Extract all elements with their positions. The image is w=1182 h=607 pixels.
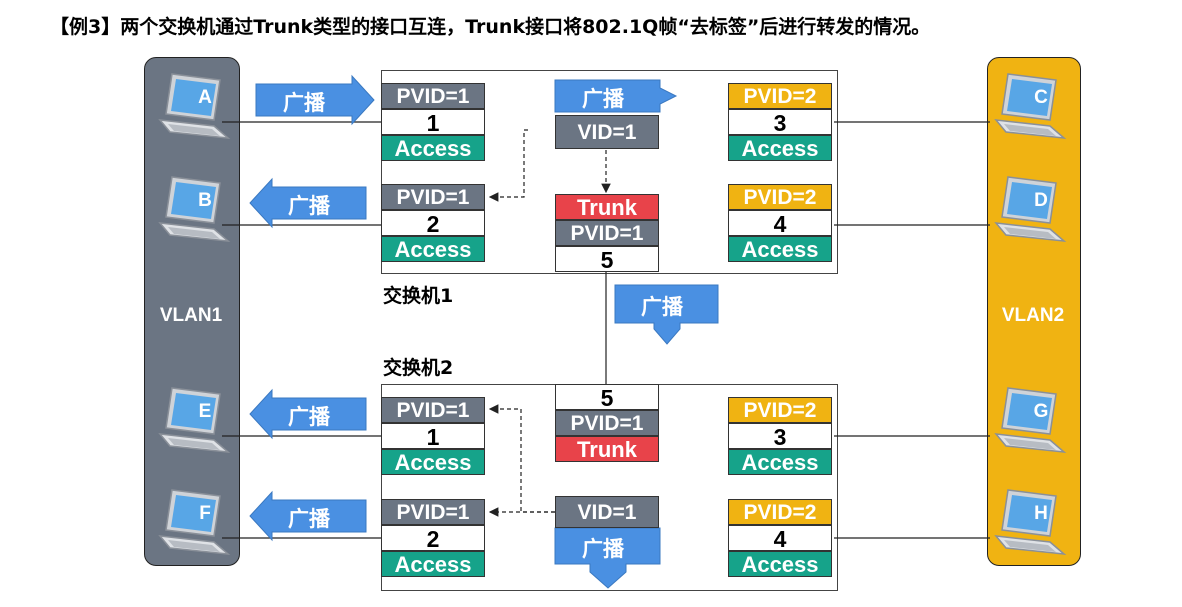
- switch1-port5: Trunk PVID=1 5: [555, 194, 659, 273]
- broadcast-label-e: 广播: [288, 405, 330, 429]
- broadcast-arrow-b: [249, 177, 367, 229]
- switch2-port2: PVID=1 2 Access: [381, 499, 485, 577]
- switch2-port3-num: 3: [728, 423, 832, 450]
- switch1-port2-num: 2: [381, 210, 485, 237]
- switch1-port2: PVID=1 2 Access: [381, 184, 485, 262]
- vlan2-label: VLAN2: [1001, 305, 1065, 326]
- switch1-port3-num: 3: [728, 109, 832, 136]
- broadcast-arrow-s1: [554, 79, 678, 113]
- broadcast-arrow-a: [255, 74, 375, 126]
- switch2-port5-type: Trunk: [555, 436, 659, 462]
- switch1-port3: PVID=2 3 Access: [728, 83, 832, 161]
- host-e-label: E: [198, 401, 212, 422]
- dashed-arrow-s2-to-port1: [488, 404, 555, 513]
- broadcast-arrow-e: [249, 388, 367, 440]
- switch1-port2-type: Access: [381, 236, 485, 262]
- vlan2-bar: [987, 57, 1081, 566]
- switch2-port5-pvid: PVID=1: [555, 410, 659, 436]
- broadcast-arrow-s2: [554, 527, 661, 589]
- host-b-label: B: [198, 190, 212, 211]
- host-a-label: A: [198, 87, 212, 108]
- broadcast-label-s1: 广播: [582, 87, 624, 111]
- switch2-port1-pvid: PVID=1: [381, 397, 485, 423]
- broadcast-label-trunk: 广播: [641, 295, 683, 319]
- broadcast-label-b: 广播: [288, 194, 330, 218]
- broadcast-label-s2: 广播: [582, 537, 624, 561]
- switch2-port4-num: 4: [728, 525, 832, 552]
- switch1-port1-pvid: PVID=1: [381, 83, 485, 109]
- host-f-label: F: [199, 503, 211, 524]
- switch1-port4-num: 4: [728, 210, 832, 237]
- switch2-port3-pvid: PVID=2: [728, 397, 832, 423]
- switch1-port5-pvid: PVID=1: [555, 220, 659, 246]
- switch1-port3-pvid: PVID=2: [728, 83, 832, 109]
- dashed-arrow-s1-to-port2: [488, 129, 528, 202]
- switch2-port4-type: Access: [728, 551, 832, 577]
- page-title: 【例3】两个交换机通过Trunk类型的接口互连，Trunk接口将802.1Q帧“…: [50, 16, 931, 38]
- host-g-label: G: [1033, 401, 1049, 422]
- switch2-port1: PVID=1 1 Access: [381, 397, 485, 475]
- switch2-label: 交换机2: [383, 357, 454, 379]
- switch1-port1-num: 1: [381, 109, 485, 136]
- switch2-port3: PVID=2 3 Access: [728, 397, 832, 475]
- switch1-port5-type: Trunk: [555, 194, 659, 220]
- host-c-label: C: [1034, 87, 1048, 108]
- switch2-port2-pvid: PVID=1: [381, 499, 485, 525]
- switch2-port3-type: Access: [728, 449, 832, 475]
- vlan1-label: VLAN1: [159, 305, 223, 326]
- host-h-label: H: [1034, 503, 1048, 524]
- switch2-port2-type: Access: [381, 551, 485, 577]
- switch2-port2-num: 2: [381, 525, 485, 552]
- broadcast-label-a: 广播: [283, 91, 325, 115]
- switch2-port4-pvid: PVID=2: [728, 499, 832, 525]
- host-d-label: D: [1034, 190, 1048, 211]
- switch1-port4-pvid: PVID=2: [728, 184, 832, 210]
- vlan1-bar: [144, 57, 240, 566]
- switch2-port5: 5 PVID=1 Trunk: [555, 384, 659, 462]
- switch2-port5-num: 5: [555, 384, 659, 411]
- switch2-port1-num: 1: [381, 423, 485, 450]
- switch1-port1-type: Access: [381, 135, 485, 161]
- switch2-vid: VID=1: [555, 496, 659, 528]
- switch1-port1: PVID=1 1 Access: [381, 83, 485, 161]
- switch1-vid: VID=1: [555, 115, 659, 149]
- switch1-port4-type: Access: [728, 236, 832, 262]
- switch1-port4: PVID=2 4 Access: [728, 184, 832, 262]
- switch1-port3-type: Access: [728, 135, 832, 161]
- switch2-port1-type: Access: [381, 449, 485, 475]
- broadcast-arrow-f: [249, 490, 367, 542]
- switch1-port2-pvid: PVID=1: [381, 184, 485, 210]
- switch2-port4: PVID=2 4 Access: [728, 499, 832, 577]
- broadcast-arrow-trunk: [614, 284, 719, 345]
- broadcast-label-f: 广播: [288, 507, 330, 531]
- switch1-label: 交换机1: [383, 285, 454, 307]
- switch1-port5-num: 5: [555, 246, 659, 273]
